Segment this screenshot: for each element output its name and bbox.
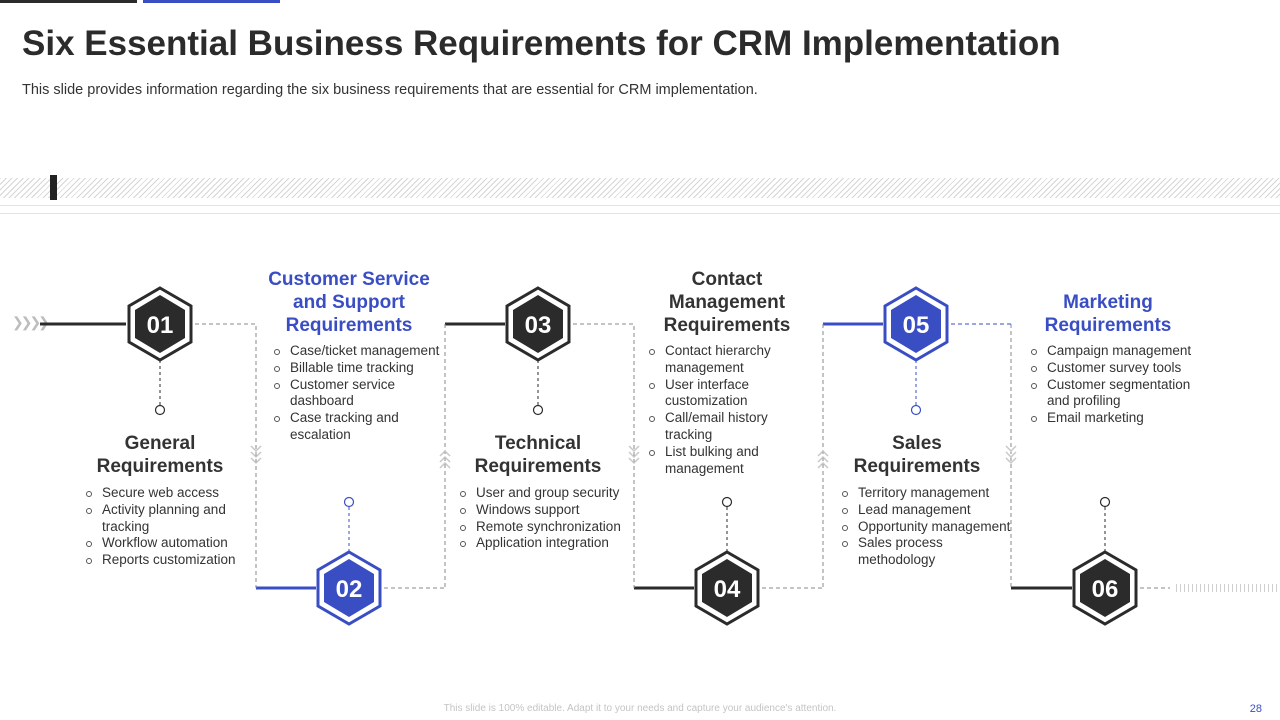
- connector-lines: [40, 322, 1170, 590]
- step-02-heading: Customer Service and Support Requirement…: [254, 268, 444, 337]
- step-05-bullets: Territory management Lead management Opp…: [839, 485, 1014, 569]
- slide-title: Six Essential Business Requirements for …: [22, 24, 1061, 63]
- bullet-item: Email marketing: [1028, 410, 1203, 427]
- footer-note: This slide is 100% editable. Adapt it to…: [443, 703, 837, 714]
- bullet-item: Workflow automation: [83, 535, 253, 552]
- bullet-item: Opportunity management: [839, 519, 1014, 536]
- step-01-number: 01: [147, 312, 174, 339]
- bullet-item: Customer segmentation and profiling: [1028, 377, 1203, 411]
- bullet-item: Activity planning and tracking: [83, 502, 253, 536]
- bullet-item: Call/email history tracking: [646, 410, 816, 444]
- bullet-item: Application integration: [457, 535, 627, 552]
- bullet-item: Case/ticket management: [271, 343, 441, 360]
- hatch-band-marker: [50, 175, 57, 200]
- bullet-item: User interface customization: [646, 377, 816, 411]
- step-02-hexagon: 02: [316, 550, 382, 626]
- bullet-item: Campaign management: [1028, 343, 1203, 360]
- bullet-item: List bulking and management: [646, 444, 816, 478]
- step-06-hexagon: 06: [1072, 550, 1138, 626]
- step-04-hexagon: 04: [694, 550, 760, 626]
- step-03-hexagon: 03: [505, 286, 571, 362]
- heading-line: Sales: [892, 433, 942, 454]
- step-02-number: 02: [336, 576, 363, 603]
- step-04-heading: Contact Management Requirements: [632, 268, 822, 337]
- heading-line: Requirements: [663, 315, 791, 336]
- heading-line: Requirements: [96, 456, 224, 477]
- bullet-item: Territory management: [839, 485, 1014, 502]
- bullet-item: Reports customization: [83, 552, 253, 569]
- heading-line: Management: [668, 292, 786, 313]
- step-06-number: 06: [1092, 576, 1119, 603]
- step-05-heading: Sales Requirements: [822, 432, 1012, 478]
- heading-line: Requirements: [1044, 315, 1172, 336]
- step-01-hexagon: 01: [127, 286, 193, 362]
- top-accent-bar-dark: [0, 0, 137, 3]
- bullet-item: Remote synchronization: [457, 519, 627, 536]
- step-05-hexagon: 05: [883, 286, 949, 362]
- step-04-number: 04: [714, 576, 741, 603]
- step-03-bullets: User and group security Windows support …: [457, 485, 627, 552]
- divider-line: [0, 205, 1280, 206]
- step-01-bullets: Secure web access Activity planning and …: [83, 485, 253, 569]
- heading-line: Requirements: [853, 456, 981, 477]
- bullet-item: Sales process methodology: [839, 535, 1014, 569]
- slide-subtitle: This slide provides information regardin…: [22, 82, 758, 98]
- bullet-item: Lead management: [839, 502, 1014, 519]
- bullet-item: Contact hierarchy management: [646, 343, 816, 377]
- heading-line: Contact: [691, 269, 763, 290]
- page-number: 28: [1249, 703, 1262, 715]
- heading-line: Marketing: [1063, 292, 1153, 313]
- decorative-hatch-band: [0, 178, 1280, 198]
- step-06-heading: Marketing Requirements: [1013, 291, 1203, 337]
- bullet-item: Secure web access: [83, 485, 253, 502]
- heading-line: General: [124, 433, 196, 454]
- heading-line: Customer Service: [268, 269, 430, 290]
- heading-line: Requirements: [474, 456, 602, 477]
- top-accent-bar-blue: [143, 0, 280, 3]
- step-01-heading: General Requirements: [65, 432, 255, 478]
- chevron-arrows-icon: ❯❯❯❯: [12, 314, 50, 330]
- vertical-chevron-decorations: [250, 445, 1017, 469]
- step-05-number: 05: [903, 312, 930, 339]
- heading-line: Technical: [494, 433, 582, 454]
- step-02-bullets: Case/ticket management Billable time tra…: [271, 343, 441, 444]
- step-03-heading: Technical Requirements: [443, 432, 633, 478]
- bullet-item: Case tracking and escalation: [271, 410, 441, 444]
- bullet-item: User and group security: [457, 485, 627, 502]
- bullet-item: Customer survey tools: [1028, 360, 1203, 377]
- bullet-item: Windows support: [457, 502, 627, 519]
- divider-line: [0, 213, 1280, 214]
- heading-line: Requirements: [285, 315, 413, 336]
- right-hatch-decoration: [1176, 584, 1280, 592]
- heading-line: and Support: [293, 292, 405, 313]
- step-06-bullets: Campaign management Customer survey tool…: [1028, 343, 1203, 427]
- bullet-item: Billable time tracking: [271, 360, 441, 377]
- step-04-bullets: Contact hierarchy management User interf…: [646, 343, 816, 477]
- bullet-item: Customer service dashboard: [271, 377, 441, 411]
- step-03-number: 03: [525, 312, 552, 339]
